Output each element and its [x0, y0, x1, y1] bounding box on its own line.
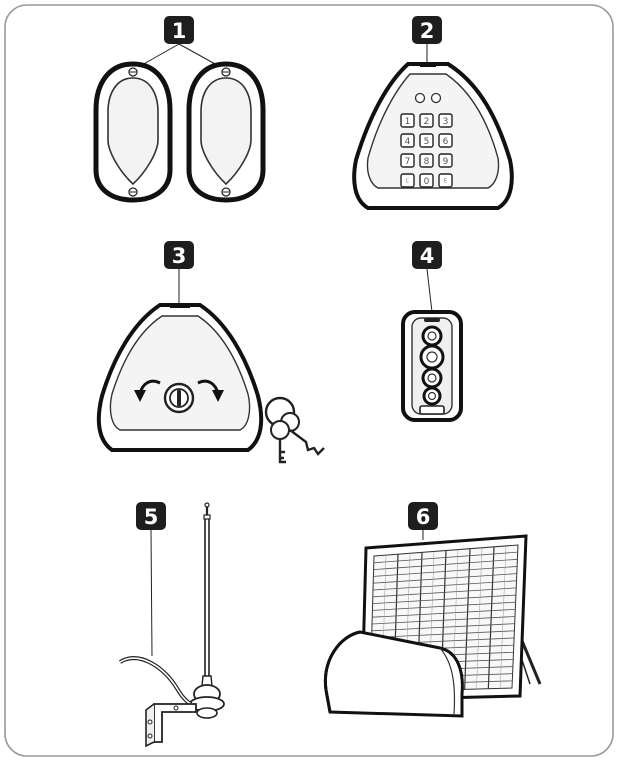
keypad-key: 7: [401, 154, 414, 167]
keypad-key: 8: [420, 154, 433, 167]
keypad-key: E: [439, 174, 452, 187]
badge-3-label: 3: [172, 244, 187, 268]
badge-1: 1: [164, 16, 194, 44]
keypad-key-label: 6: [443, 137, 449, 147]
keypad-key-label: 1: [405, 117, 411, 127]
keypad-key-label: 7: [405, 157, 411, 167]
keypad-key: 5: [420, 134, 433, 147]
photocell-left-icon: [96, 64, 170, 200]
keypad-key-label: 5: [424, 137, 430, 147]
keypad-key: 9: [439, 154, 452, 167]
keypad-key-label: 3: [443, 117, 449, 127]
keypad-key-label: 2: [424, 117, 430, 127]
remote-control-icon: [403, 312, 461, 420]
keypad-key: 0: [420, 174, 433, 187]
keypad-key-label: C: [406, 179, 410, 185]
badge-2-label: 2: [420, 19, 435, 43]
keypad-key: C: [401, 174, 414, 187]
badge-2: 2: [412, 16, 442, 44]
keypad-key: 1: [401, 114, 414, 127]
badge-5-label: 5: [144, 505, 159, 529]
keypad-key-label: 9: [443, 157, 449, 167]
keypad-key-label: 4: [405, 137, 411, 147]
photocell-right-icon: [189, 64, 263, 200]
badge-1-label: 1: [172, 19, 187, 43]
keypad-key: 6: [439, 134, 452, 147]
badge-4: 4: [412, 241, 442, 269]
keypad-key: 3: [439, 114, 452, 127]
keypad-key-label: 8: [424, 157, 430, 167]
badge-3: 3: [164, 241, 194, 269]
keypad-key: 4: [401, 134, 414, 147]
badge-5: 5: [136, 502, 166, 530]
keypad-key-label: E: [444, 179, 447, 185]
badge-4-label: 4: [420, 244, 435, 268]
badge-6: 6: [408, 502, 438, 530]
badge-6-label: 6: [416, 505, 431, 529]
keypad-key-label: 0: [424, 177, 430, 187]
keypad-key: 2: [420, 114, 433, 127]
